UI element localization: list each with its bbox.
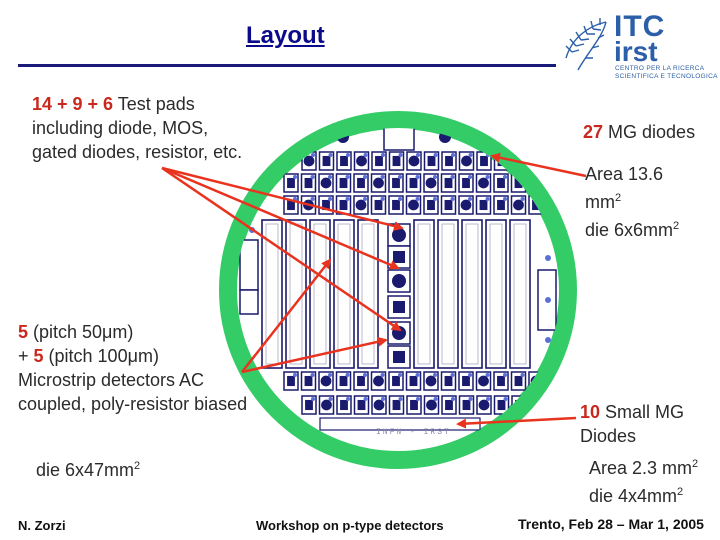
annotation-die-6x47: die 6x47mm2 — [36, 454, 140, 482]
microstrip-detector — [437, 219, 459, 369]
annotation-test-pads: 14 + 9 + 6 Test pads including diode, MO… — [32, 92, 252, 164]
logo-tagline-1: CENTRO PER LA RICERCA — [615, 65, 705, 72]
footer-author: N. Zorzi — [18, 518, 66, 533]
logo-itc-text: ITC — [614, 10, 666, 43]
arrow-mg27 — [490, 152, 587, 178]
microstrip-detector — [461, 219, 483, 369]
mg10-text: Small MG — [600, 402, 685, 422]
area23-line2: die 4x4mm — [589, 486, 678, 506]
area136-sup3: 2 — [673, 220, 680, 232]
arrow-pads-1 — [161, 166, 404, 231]
title-rule — [18, 64, 556, 67]
annotation-area-13-6: Area 13.6 mm2 die 6x6mm2 — [585, 162, 715, 242]
arrow-strips-1 — [241, 258, 332, 373]
microstrip-detector — [261, 219, 283, 369]
strips-plus: + — [18, 346, 34, 366]
mg10-count: 10 — [580, 402, 601, 422]
area23-line1: Area 2.3 mm — [589, 458, 693, 478]
mg10-line2: Diodes — [580, 426, 637, 446]
logo-irst-text: irst — [614, 36, 658, 67]
arrow-pads-3 — [161, 166, 402, 332]
arrow-strips-2 — [241, 336, 388, 374]
test-pads-text: Test pads including diode, MOS, gated di… — [32, 94, 243, 162]
footer-event: Workshop on p-type detectors — [256, 518, 444, 533]
wafer-label: INFN - IRST — [376, 428, 451, 437]
area136-line2: mm — [585, 192, 615, 212]
die-6x47-sup: 2 — [134, 460, 141, 472]
strips-pitch-2: (pitch 100μm) — [43, 346, 159, 366]
slide-title: Layout — [246, 22, 325, 49]
microstrip-detector — [413, 219, 435, 369]
test-pads-count: 14 + 9 + 6 — [32, 94, 114, 114]
arrow-mg10 — [456, 416, 577, 429]
area136-line1: Area 13.6 — [585, 164, 664, 184]
microstrip-detector — [485, 219, 507, 369]
itc-logo-icon — [565, 18, 607, 71]
mg27-count: 27 — [583, 122, 604, 142]
mg27-text: MG diodes — [603, 122, 696, 142]
area23-sup2: 2 — [677, 486, 684, 498]
strips-pitch-1: (pitch 50μm) — [28, 322, 134, 342]
microstrip-detector — [333, 219, 355, 369]
area23-sup1: 2 — [692, 458, 699, 470]
top-center-die — [383, 128, 415, 151]
itc-irst-logo: ITC irst CENTRO PER LA RICERCA SCIENTIFI… — [558, 8, 718, 83]
area136-line3: die 6x6mm — [585, 220, 674, 240]
microstrip-detector — [309, 219, 331, 369]
annotation-mg-diodes: 27 MG diodes — [583, 120, 695, 144]
wafer-guard-ring — [219, 111, 577, 469]
strips-description: Microstrip detectors AC coupled, poly-re… — [18, 370, 248, 414]
logo-tagline-2: SCIENTIFICA E TECNOLOGICA — [615, 73, 718, 80]
side-die-left — [239, 239, 259, 291]
strips-count-2: 5 — [33, 346, 44, 366]
area136-sup2: 2 — [615, 192, 622, 204]
arrow-pads-2 — [161, 166, 400, 270]
footer-date: Trento, Feb 28 – Mar 1, 2005 — [518, 516, 704, 532]
annotation-area-2-3: Area 2.3 mm2 die 4x4mm2 — [589, 452, 698, 508]
strips-count-1: 5 — [18, 322, 29, 342]
annotation-small-mg-diodes: 10 Small MG Diodes — [580, 400, 684, 448]
microstrip-detector — [509, 219, 531, 369]
die-6x47-text: die 6x47mm — [36, 460, 135, 480]
annotation-microstrips: 5 (pitch 50μm) + 5 (pitch 100μm) Microst… — [18, 320, 248, 416]
